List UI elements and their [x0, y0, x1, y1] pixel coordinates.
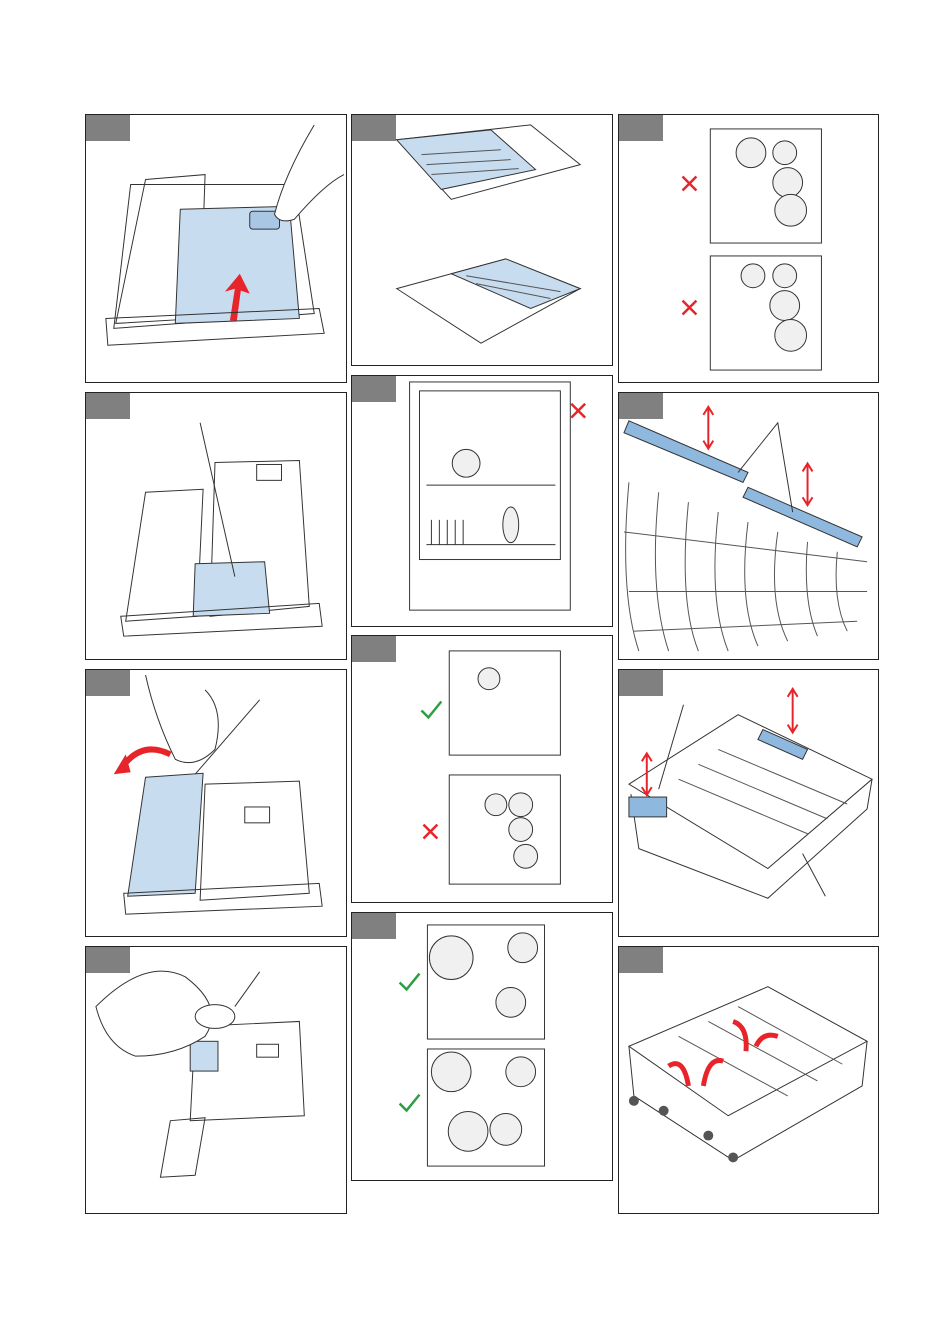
step-label [352, 913, 396, 939]
check-icon [398, 972, 421, 992]
basket-wrong-loading-icon [681, 128, 822, 371]
step-label [86, 393, 130, 419]
step-label [619, 670, 663, 696]
check-icon [420, 700, 443, 720]
upper-basket-adjust-icon [627, 687, 873, 899]
step-label [352, 376, 396, 402]
detergent-dispenser-open-icon [105, 124, 345, 346]
panel-5 [351, 114, 613, 366]
panel-11 [618, 669, 879, 937]
dishwasher-loaded-icon [409, 381, 587, 611]
dispenser-compartment-icon [120, 422, 323, 637]
panel-12 [618, 946, 879, 1214]
panel-3 [85, 669, 347, 937]
panel-7 [351, 635, 613, 903]
foldable-racks-icon [623, 405, 868, 652]
panel-10 [618, 392, 879, 660]
panel-4 [85, 946, 347, 1214]
step-label [619, 393, 663, 419]
step-label [352, 115, 396, 141]
check-icon [398, 1093, 421, 1113]
upper-basket-loading-icon [420, 650, 561, 885]
lower-basket-loading-icon [398, 924, 546, 1167]
step-label [86, 115, 130, 141]
cutlery-tray-icon [395, 124, 582, 344]
step-label [352, 636, 396, 662]
panel-2 [85, 392, 347, 660]
panel-9 [618, 114, 879, 383]
cross-icon [681, 175, 698, 192]
cross-icon [681, 299, 698, 316]
cross-icon [570, 402, 587, 419]
rinse-aid-lid-icon [113, 674, 323, 915]
step-label [619, 947, 663, 973]
panel-1 [85, 114, 347, 383]
panel-6 [351, 375, 613, 627]
step-label [86, 947, 130, 973]
lower-basket-fold-icon [627, 986, 869, 1163]
cross-icon [422, 823, 439, 840]
step-label [86, 670, 130, 696]
rinse-aid-fill-icon [95, 970, 305, 1178]
step-label [619, 115, 663, 141]
panel-8 [351, 912, 613, 1181]
